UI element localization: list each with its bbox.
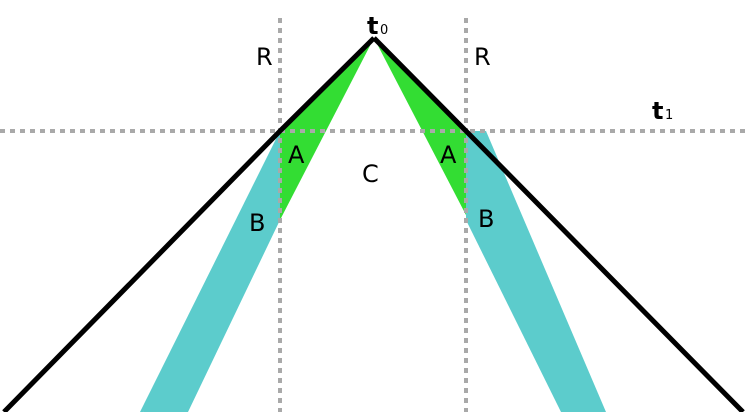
label-r-left: R bbox=[256, 43, 273, 71]
label-c: C bbox=[362, 160, 379, 188]
light-cone-left-edge bbox=[2, 36, 376, 412]
region-b-right bbox=[466, 131, 606, 412]
label-apex-t: t bbox=[367, 12, 378, 40]
region-a-left bbox=[280, 38, 374, 220]
light-cone-right-edge bbox=[372, 36, 745, 412]
label-a-right: A bbox=[440, 141, 457, 169]
label-a-left: A bbox=[288, 141, 305, 169]
label-r-right: R bbox=[474, 43, 491, 71]
region-a-right bbox=[374, 38, 466, 215]
region-b-left-fill bbox=[143, 131, 300, 412]
label-b-right: B bbox=[478, 205, 494, 233]
label-b-left: B bbox=[249, 209, 265, 237]
label-horizontal-t: t bbox=[652, 97, 663, 125]
label-apex-sub: 0 bbox=[380, 23, 388, 38]
label-horizontal-sub: 1 bbox=[665, 108, 673, 123]
